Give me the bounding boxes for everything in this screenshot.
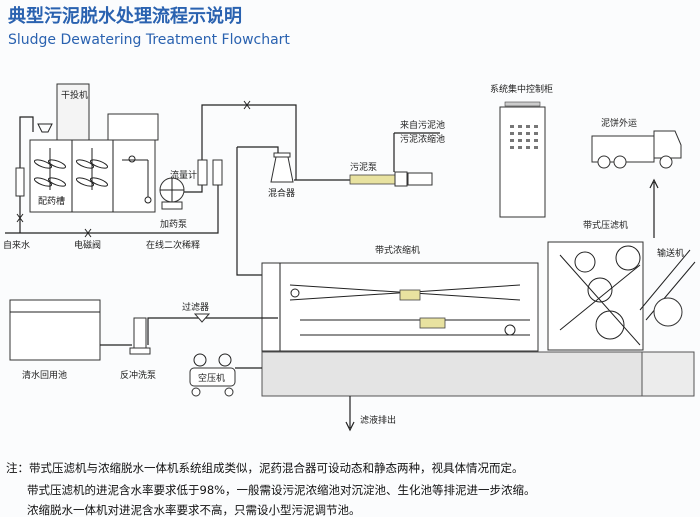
mixer-label: 混合器 xyxy=(268,187,295,199)
note-2: 带式压滤机的进泥含水率要求低于98%，一般需设污泥浓缩池对沉淀池、生化池等排泥进… xyxy=(27,483,536,497)
dosing-tank-label: 配药槽 xyxy=(38,195,65,207)
sludge-inlet-pipe xyxy=(393,132,440,172)
online-dilution-label: 在线二次稀释 xyxy=(146,239,200,251)
dry-feeder xyxy=(37,83,159,141)
dosing-pump-label: 加药泵 xyxy=(160,219,187,230)
dosing-tank xyxy=(29,139,156,213)
source-label-2: 污泥浓缩池 xyxy=(400,133,445,145)
truck-icon xyxy=(591,130,682,169)
filter-label: 过滤器 xyxy=(182,301,209,313)
page-subtitle: Sludge Dewatering Treatment Flowchart xyxy=(8,32,290,48)
solenoid-valve-icon xyxy=(84,228,92,238)
mixed-sludge-pipe xyxy=(236,146,279,276)
belt-press xyxy=(547,241,644,351)
control-cabinet[interactable] xyxy=(499,101,546,218)
conveyor-label: 输送机 xyxy=(657,247,684,259)
page-title: 典型污泥脱水处理流程示说明 xyxy=(8,5,242,27)
sludge-pump-label: 污泥泵 xyxy=(350,161,377,173)
control-cabinet-label: 系统集中控制柜 xyxy=(490,83,553,95)
belt-thickener xyxy=(261,262,539,352)
clean-water-tank-label: 清水回用池 xyxy=(22,369,67,381)
polymer-pipe xyxy=(184,104,297,193)
conveyor-foundation xyxy=(641,351,695,397)
flowmeter-label: 流量计 xyxy=(170,169,197,181)
filtrate-discharge-label: 滤液排出 xyxy=(360,414,396,426)
conveyor xyxy=(639,249,696,327)
air-compressor-label: 空压机 xyxy=(198,372,225,384)
belt-thickener-label: 带式浓缩机 xyxy=(375,244,420,256)
belt-press-label: 带式压滤机 xyxy=(583,219,628,231)
dry-feeder-label: 干投机 xyxy=(61,89,88,101)
note-1: 注：带式压滤机与浓缩脱水一体机系统组成类似，泥药混合器可设动态和静态两种，视具体… xyxy=(6,461,524,475)
backwash-pipe xyxy=(100,317,278,346)
mixer xyxy=(270,152,294,183)
valve-icon xyxy=(243,100,251,110)
source-label-1: 来自污泥池 xyxy=(400,119,445,131)
clean-water-tank xyxy=(9,299,101,361)
backwash-pump-label: 反冲洗泵 xyxy=(120,369,156,381)
solenoid-valve-label: 电磁阀 xyxy=(74,239,101,251)
water-flowmeter xyxy=(15,167,25,197)
cake-transport-label: 泥饼外运 xyxy=(601,117,637,129)
filtrate-arrow xyxy=(345,396,355,432)
tap-water-label: 自来水 xyxy=(3,239,30,251)
air-compressor xyxy=(189,353,236,397)
note-3: 浓缩脱水一体机对进泥含水率要求不高，只需设小型污泥调节池。 xyxy=(27,503,361,517)
filter-icon xyxy=(193,313,211,323)
tap-valve-icon xyxy=(16,213,24,223)
foundation xyxy=(261,351,643,397)
flowmeter-2 xyxy=(212,159,223,186)
backwash-pump xyxy=(129,317,151,355)
dosing-pump xyxy=(159,177,185,210)
flowmeter-1 xyxy=(197,159,208,186)
cake-up-arrow xyxy=(649,178,659,238)
sludge-pump xyxy=(349,171,433,187)
